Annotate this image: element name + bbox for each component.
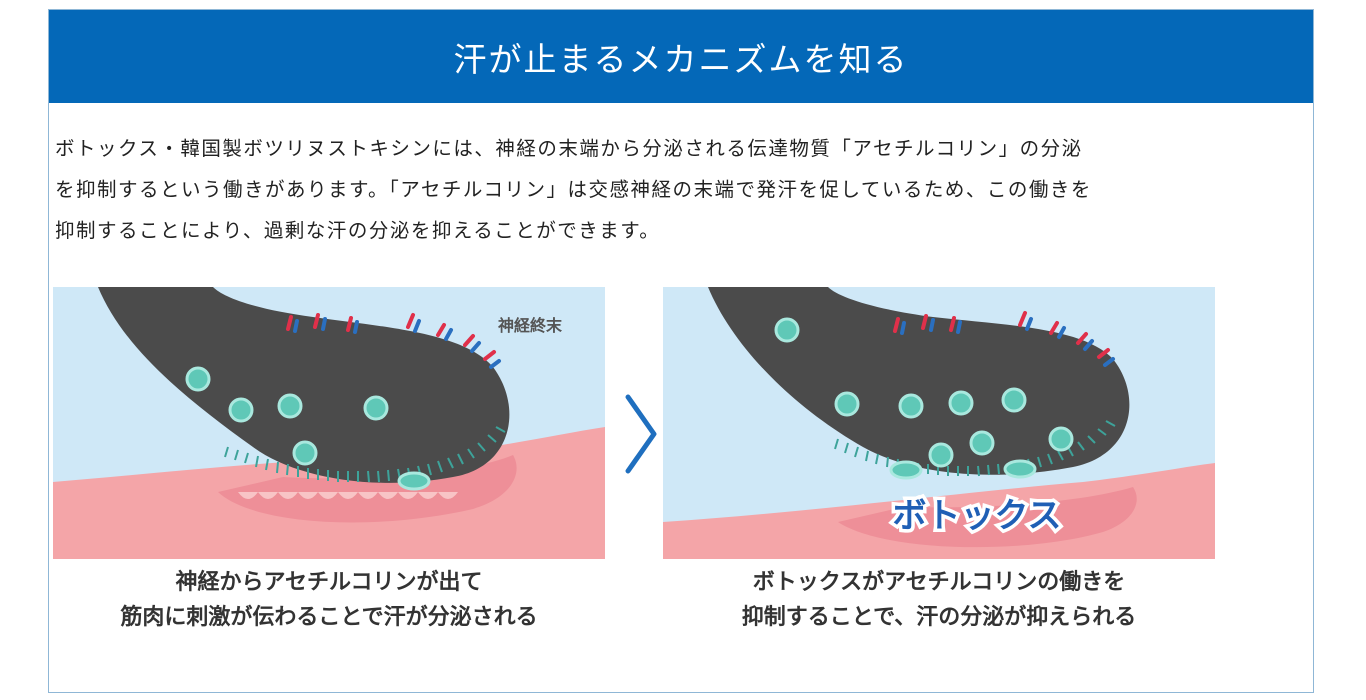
muscle-surface <box>238 492 458 499</box>
caption-line: 抑制することで、汗の分泌が抑えられる <box>741 605 1137 630</box>
chevron-right-icon <box>625 394 657 474</box>
diagram-before: 神経終末 神経からアセチルコリンが出て 筋肉に刺激が伝わることで汗が分泌される <box>53 287 605 635</box>
release-sites <box>224 426 506 483</box>
acetylcholine-vesicles <box>774 317 1074 480</box>
intro-line: を抑制するという働きがあります。「アセチルコリン」は交感神経の末端で発汗を促して… <box>55 178 1092 201</box>
caption-line: 筋肉に刺激が伝わることで汗が分泌される <box>120 605 538 630</box>
label-nerve-ending: 神経終末 <box>498 316 563 335</box>
nerve-ending <box>98 287 510 483</box>
section-title: 汗が止まるメカニズムを知る <box>453 39 909 79</box>
section-header: 汗が止まるメカニズムを知る <box>49 10 1313 103</box>
muscle-pocket <box>838 487 1137 548</box>
intro-line: 抑制することにより、過剰な汗の分泌を抑えることができます。 <box>55 219 661 242</box>
diagram-after: ボトックス ボトックスがアセチルコリンの働きを 抑制することで、汗の分泌が抑えら… <box>663 287 1215 635</box>
nerve-illustration-before: 神経終末 <box>53 287 605 559</box>
label-botox: ボトックス <box>893 496 1062 536</box>
nerve-illustration-after: ボトックス <box>663 287 1215 559</box>
caption-before: 神経からアセチルコリンが出て 筋肉に刺激が伝わることで汗が分泌される <box>53 565 605 635</box>
caption-after: ボトックスがアセチルコリンの働きを 抑制することで、汗の分泌が抑えられる <box>663 565 1215 635</box>
receptors <box>893 311 1115 367</box>
caption-line: 神経からアセチルコリンが出て <box>175 570 483 595</box>
receptors <box>286 313 501 369</box>
acetylcholine-vesicles <box>185 366 431 491</box>
nerve-ending <box>708 287 1130 475</box>
caption-line: ボトックスがアセチルコリンの働きを <box>752 570 1126 595</box>
intro-line: ボトックス・韓国製ボツリヌストキシンには、神経の末端から分泌される伝達物質「アセ… <box>55 137 1083 160</box>
intro-text: ボトックス・韓国製ボツリヌストキシンには、神経の末端から分泌される伝達物質「アセ… <box>55 128 1215 251</box>
